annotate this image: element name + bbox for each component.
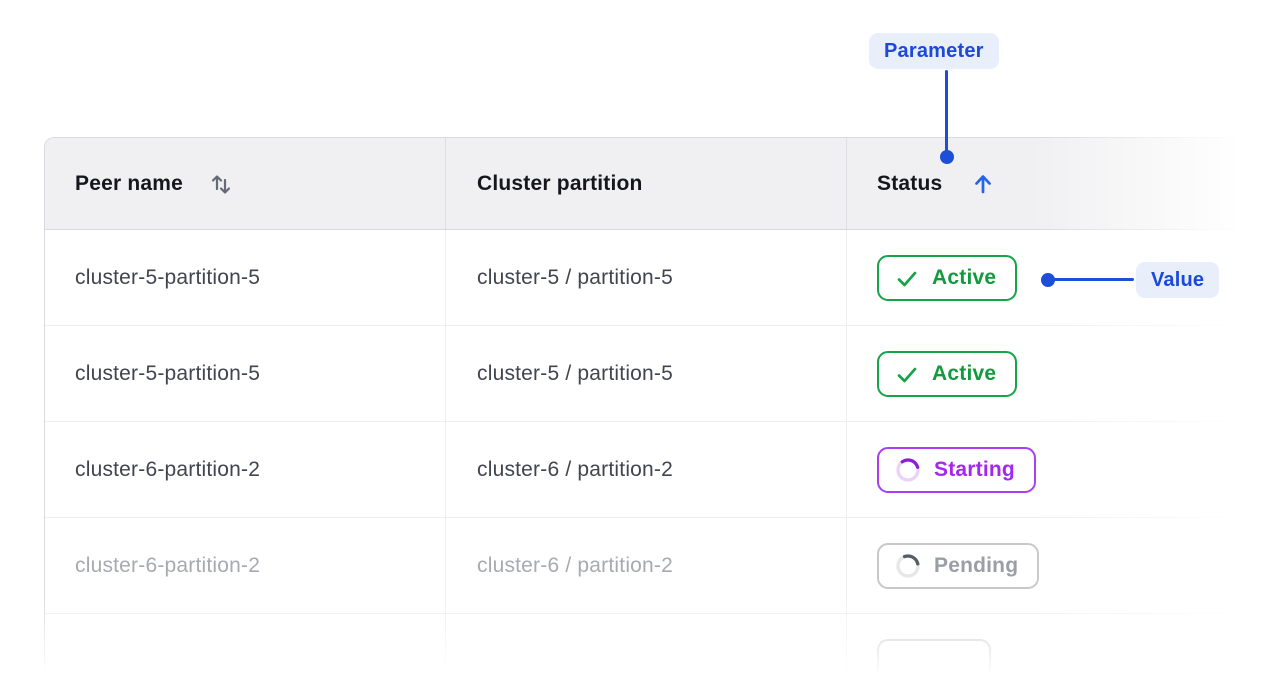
- status-badge-active: Active: [877, 254, 1018, 301]
- column-header-cluster-partition[interactable]: Cluster partition: [446, 138, 847, 229]
- spinner-icon: [895, 553, 921, 579]
- parameter-callout: Parameter: [869, 33, 999, 69]
- cell-peer-name: cluster-5-partition-5: [45, 326, 446, 421]
- status-badge-pending: Pending: [877, 542, 1040, 589]
- table-row: [45, 614, 1272, 688]
- column-label-cluster-partition: Cluster partition: [477, 171, 643, 195]
- table-row: cluster-6-partition-2 cluster-6 / partit…: [45, 422, 1272, 518]
- cell-cluster-partition: cluster-5 / partition-5: [446, 230, 847, 325]
- check-icon: [895, 362, 919, 386]
- cell-peer-name: cluster-6-partition-2: [45, 422, 446, 517]
- sort-both-icon[interactable]: [208, 171, 234, 197]
- peers-table: Peer name Cluster partition Status: [44, 137, 1272, 688]
- column-header-status[interactable]: Status: [847, 138, 1272, 229]
- status-badge-active: Active: [877, 350, 1018, 397]
- cell-cluster-partition: cluster-6 / partition-2: [446, 518, 847, 613]
- status-badge-ghost: [877, 638, 991, 685]
- spinner-icon: [895, 457, 921, 483]
- cell-peer-name: cluster-6-partition-2: [45, 518, 446, 613]
- table-row: cluster-5-partition-5 cluster-5 / partit…: [45, 326, 1272, 422]
- cell-status: Active: [847, 230, 1272, 325]
- column-label-peer-name: Peer name: [75, 171, 184, 195]
- check-icon: [895, 266, 919, 290]
- status-label: Starting: [934, 457, 1015, 481]
- cell-status: Pending: [847, 518, 1272, 613]
- column-header-peer-name[interactable]: Peer name: [45, 138, 446, 229]
- cell-cluster-partition: cluster-5 / partition-5: [446, 326, 847, 421]
- cell-peer-name: [45, 614, 446, 688]
- table-row: cluster-5-partition-5 cluster-5 / partit…: [45, 230, 1272, 326]
- status-label: Active: [932, 265, 997, 289]
- table-header-row: Peer name Cluster partition Status: [45, 138, 1272, 230]
- cell-cluster-partition: [446, 614, 847, 688]
- cell-status: Active: [847, 326, 1272, 421]
- cell-status: [847, 614, 1272, 688]
- cell-status: Starting: [847, 422, 1272, 517]
- status-label: Active: [932, 361, 997, 385]
- cell-peer-name: cluster-5-partition-5: [45, 230, 446, 325]
- column-label-status: Status: [877, 171, 943, 195]
- status-badge-starting: Starting: [877, 446, 1036, 493]
- table-row: cluster-6-partition-2 cluster-6 / partit…: [45, 518, 1272, 614]
- sort-ascending-icon[interactable]: [971, 172, 995, 196]
- cell-cluster-partition: cluster-6 / partition-2: [446, 422, 847, 517]
- status-label: Pending: [934, 553, 1019, 577]
